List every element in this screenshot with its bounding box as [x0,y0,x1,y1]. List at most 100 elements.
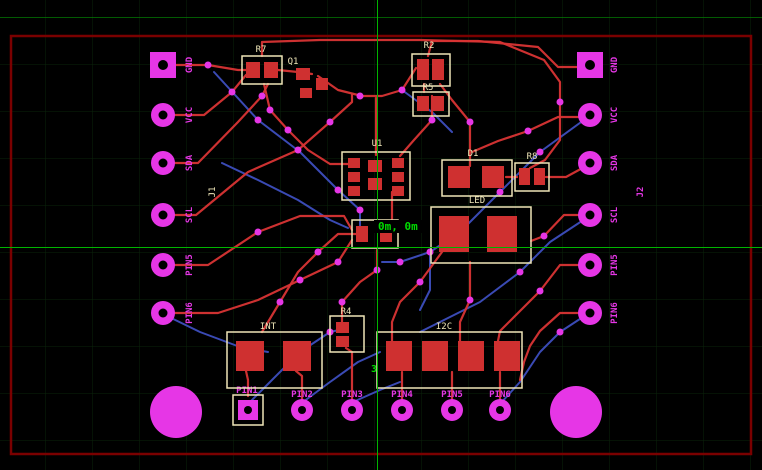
pad-j1-pin6[interactable] [151,301,175,325]
pad-j2-pin5[interactable] [578,253,602,277]
smd-pad[interactable] [236,341,264,371]
component-q1[interactable]: Q1 [288,57,328,98]
pin-label[interactable]: GND [610,56,620,73]
component-r4[interactable]: R4 [329,307,365,353]
smd-pad[interactable] [487,216,517,252]
ref-label-d1[interactable]: D1 [468,149,479,159]
pad-pin6[interactable] [489,399,511,421]
pin-label[interactable]: VCC [610,107,620,123]
smd-pad[interactable] [417,59,429,80]
pin-label[interactable]: SCL [185,206,195,223]
pin-label[interactable]: PIN6 [610,302,620,324]
smd-pad[interactable] [448,166,470,188]
ref-label-int[interactable]: INT [260,322,277,332]
smd-pad[interactable] [356,226,368,242]
pad-pin5[interactable] [441,399,463,421]
connector-j2[interactable]: GND VCC SDA SCL PIN5 PIN6 J2 [577,52,646,325]
pin-label[interactable]: PIN3 [341,390,363,400]
pin-label[interactable]: SDA [185,154,195,171]
mounting-hole-right[interactable] [550,386,602,438]
pad-pin1[interactable] [238,400,258,420]
smd-pad[interactable] [392,172,404,182]
smd-pad[interactable] [368,178,382,190]
smd-pad[interactable] [386,341,412,371]
board-outline[interactable] [9,34,753,456]
pad-j1-gnd[interactable] [150,52,176,78]
silkscreen-outline [341,151,411,201]
smd-pad[interactable] [316,78,328,90]
smd-pad[interactable] [300,88,312,98]
smd-pad[interactable] [264,62,278,78]
ref-label-r5[interactable]: R5 [423,83,434,93]
pad-j1-sda[interactable] [151,151,175,175]
component-int[interactable]: INT [226,322,323,389]
ref-label-led[interactable]: LED [469,196,485,206]
component-r5[interactable]: R5 [412,83,450,117]
smd-pad[interactable] [348,158,360,168]
pin-label[interactable]: VCC [185,107,195,123]
mounting-hole-left[interactable] [150,386,202,438]
component-led[interactable]: LED [430,196,532,264]
smd-pad[interactable] [336,322,349,333]
smd-pad[interactable] [519,168,530,185]
smd-pad[interactable] [432,59,444,80]
component-r2[interactable]: R2 [411,41,451,87]
component-d1[interactable]: D1 [441,149,513,197]
pin-label[interactable]: PIN6 [185,302,195,324]
pad-j2-pin6[interactable] [578,301,602,325]
pin-label[interactable]: SDA [610,154,620,171]
smd-pad[interactable] [283,341,311,371]
smd-pad[interactable] [336,336,349,347]
pin-label[interactable]: PIN5 [185,254,195,276]
ref-label-j2[interactable]: J2 [636,187,646,198]
component-r7[interactable]: R7 [241,45,283,85]
smd-pad[interactable] [439,216,469,252]
smd-pad[interactable] [348,172,360,182]
smd-pad[interactable] [296,68,310,80]
pad-j2-sda[interactable] [578,151,602,175]
smd-pad[interactable] [482,166,504,188]
smd-pad[interactable] [534,168,545,185]
pad-pin2[interactable] [291,399,313,421]
ref-label-j1[interactable]: J1 [208,187,218,198]
ref-label-r2[interactable]: R2 [424,41,435,51]
ref-label-r8[interactable]: R8 [527,152,538,162]
pad-pin3[interactable] [341,399,363,421]
ref-label-r4[interactable]: R4 [341,307,352,317]
pin-label[interactable]: PIN5 [441,390,463,400]
pad-j1-vcc[interactable] [151,103,175,127]
ref-label-q1[interactable]: Q1 [288,57,299,67]
pad-j1-scl[interactable] [151,203,175,227]
component-r8[interactable]: R8 [514,152,550,192]
pad-j1-pin5[interactable] [151,253,175,277]
pin-label[interactable]: GND [185,56,195,73]
smd-pad[interactable] [417,96,429,111]
pin-label[interactable]: PIN2 [291,390,313,400]
pin-label[interactable]: PIN6 [489,390,511,400]
pin-label[interactable]: PIN1 [236,386,258,396]
smd-pad[interactable] [348,186,360,196]
smd-pad[interactable] [422,341,448,371]
smd-pad[interactable] [246,62,260,78]
smd-pad[interactable] [392,158,404,168]
ref-label-r7[interactable]: R7 [256,45,267,55]
pad-hole [585,308,595,318]
smd-pad[interactable] [458,341,484,371]
pin-label[interactable]: SCL [610,206,620,223]
pad-j2-vcc[interactable] [578,103,602,127]
pad-j2-scl[interactable] [578,203,602,227]
pad-j2-gnd[interactable] [577,52,603,78]
connector-j1[interactable]: GND VCC SDA SCL PIN5 PIN6 J1 [150,52,218,325]
pin-label[interactable]: PIN4 [391,390,413,400]
connector-bottom[interactable]: PIN1 PIN2 PIN3 PIN4 PIN5 PIN6 [232,386,511,426]
ref-label-i2c[interactable]: I2C [436,322,452,332]
pad-pin4[interactable] [391,399,413,421]
smd-pad[interactable] [432,96,444,111]
component-i2c[interactable]: I2C [376,322,523,389]
smd-pad[interactable] [368,160,382,172]
smd-pad[interactable] [392,186,404,196]
pin-label[interactable]: PIN5 [610,254,620,276]
smd-pad[interactable] [494,341,520,371]
